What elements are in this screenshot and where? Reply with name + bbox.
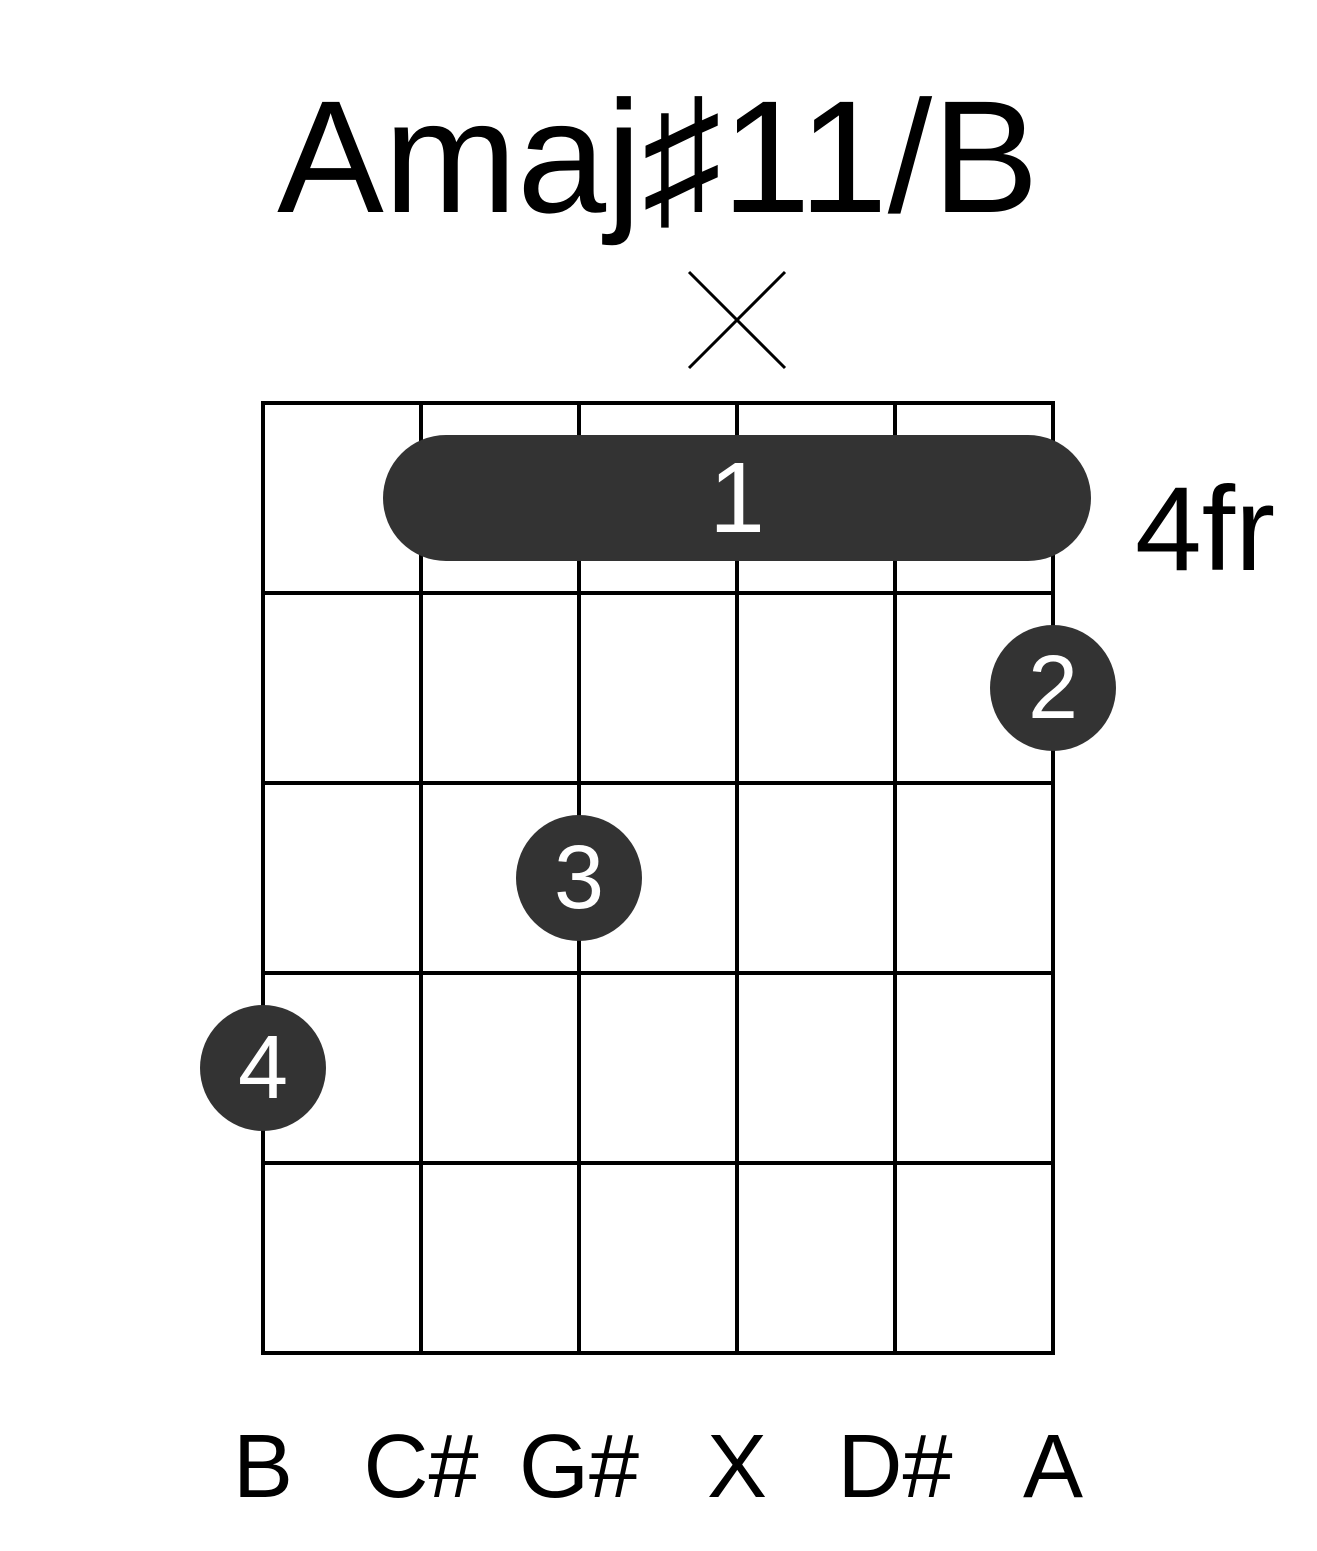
barre-layer: 1: [383, 435, 1091, 561]
string-note-labels: B C# G# X D# A: [233, 1417, 1083, 1517]
finger-number: 4: [238, 1018, 288, 1118]
finger-number: 3: [554, 828, 604, 928]
start-fret-label: 4fr: [1135, 462, 1275, 596]
string-note-label: G#: [519, 1417, 639, 1517]
mute-stroke-b: [687, 270, 787, 370]
finger-dot: [200, 1005, 326, 1131]
muted-string-x-icon: [687, 270, 787, 370]
fretboard-grid: [261, 401, 1055, 1355]
finger-markers: 2 3 4: [200, 625, 1116, 1131]
string-note-label: A: [1023, 1417, 1083, 1517]
fretboard-border: [261, 401, 1055, 1355]
chord-title: Amaj♯11/B: [277, 67, 1039, 246]
finger-dot: [516, 815, 642, 941]
string-note-label: D#: [837, 1417, 952, 1517]
barre-bar: [383, 435, 1091, 561]
string-note-label: X: [707, 1417, 767, 1517]
muted-string-markers: [687, 270, 787, 370]
finger-number: 2: [1028, 638, 1078, 738]
finger-dot: [990, 625, 1116, 751]
string-note-label: B: [233, 1417, 293, 1517]
string-note-label: C#: [363, 1417, 478, 1517]
barre-finger-label: 1: [709, 442, 765, 554]
